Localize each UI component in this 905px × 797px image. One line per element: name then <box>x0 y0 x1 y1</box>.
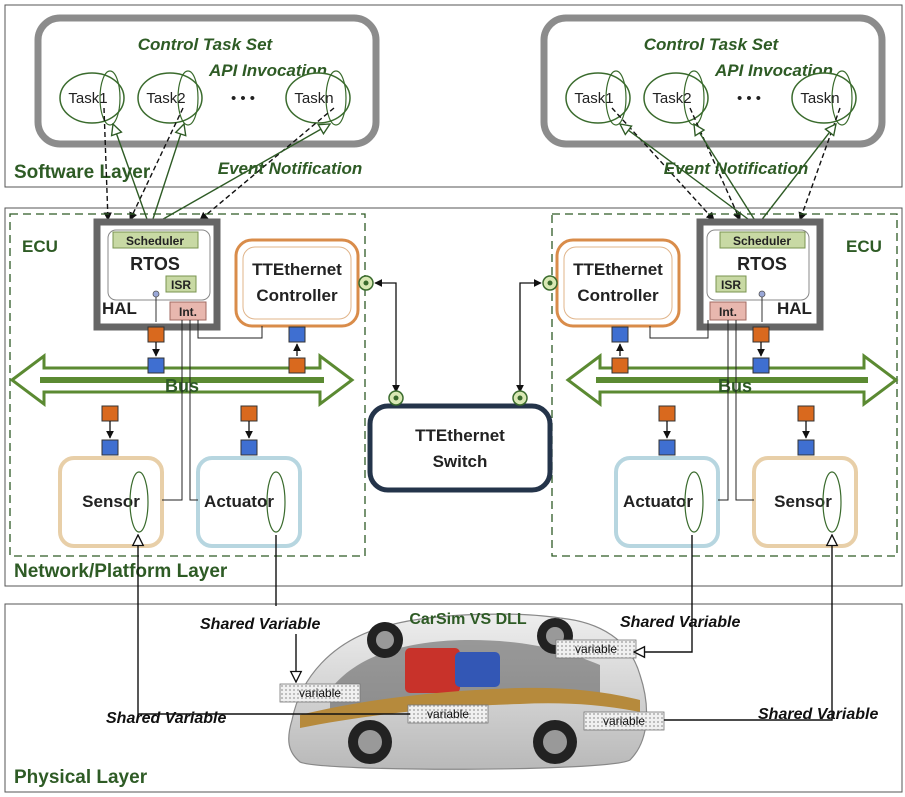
task1-label-right: Task1 <box>574 90 613 107</box>
task2-label-left: Task2 <box>146 90 185 107</box>
ecu-label-right: ECU <box>846 237 882 256</box>
actuator-label-left: Actuator <box>204 492 274 511</box>
int-label-left: Int. <box>179 305 197 319</box>
shared-variable-label-2: Shared Variable <box>106 710 226 727</box>
isr-label-left: ISR <box>171 278 191 292</box>
event-notification-label-left: Event Notification <box>218 159 363 178</box>
software-layer-label: Software Layer <box>14 162 151 183</box>
scheduler-label-right: Scheduler <box>733 234 791 248</box>
task-ellipsis-left: • • • <box>231 90 255 107</box>
hal-rtos-left: Scheduler RTOS ISR HAL Int. <box>93 218 221 331</box>
taskn-label-right: Taskn <box>800 90 839 107</box>
rtos-label-left: RTOS <box>130 254 180 274</box>
switch-links <box>374 279 542 393</box>
int-label-right: Int. <box>719 305 737 319</box>
control-task-set-right: Control Task Set API Invocation Task1 Ta… <box>540 14 886 148</box>
api-invocation-label-left: API Invocation <box>208 61 327 80</box>
actuator-right: Actuator <box>614 456 720 548</box>
task1-left: Task1 <box>59 70 125 126</box>
rtos-label-right: RTOS <box>737 254 787 274</box>
switch-line1: TTEthernet <box>415 426 505 445</box>
tte-controller-line2-left: Controller <box>256 286 338 305</box>
switch-connectors <box>358 275 558 406</box>
bus-right: Bus <box>565 353 899 407</box>
shared-variable-label-4: Shared Variable <box>758 706 878 723</box>
sensor-label-left: Sensor <box>82 492 140 511</box>
shared-variable-links <box>138 535 832 721</box>
ecu-label-left: ECU <box>22 237 58 256</box>
software-layer-frame <box>4 4 903 188</box>
shared-variable-label-3: Shared Variable <box>620 614 740 631</box>
hal-rtos-right: Scheduler RTOS ISR HAL Int. <box>696 218 824 331</box>
taskn-left: Taskn <box>285 70 351 126</box>
sensor-right: Sensor <box>752 456 858 548</box>
shared-variable-label-1: Shared Variable <box>200 616 320 633</box>
bus-ports-right <box>611 326 815 456</box>
actuator-left: Actuator <box>196 456 302 548</box>
task-ellipsis-right: • • • <box>737 90 761 107</box>
hal-label-right: HAL <box>777 299 812 318</box>
task-rtos-arrows-right <box>611 107 841 223</box>
sensor-label-right: Sensor <box>774 492 832 511</box>
tte-controller-left: TTEthernet Controller <box>234 238 360 328</box>
task2-label-right: Task2 <box>652 90 691 107</box>
tte-controller-line1-right: TTEthernet <box>573 260 663 279</box>
control-task-set-title-right: Control Task Set <box>644 35 780 54</box>
task2-left: Task2 <box>137 70 203 126</box>
switch-line2: Switch <box>433 452 488 471</box>
ecu-right: ECU Scheduler RTOS ISR HAL Int. TTEthern… <box>551 213 899 557</box>
physical-layer-frame <box>4 603 903 793</box>
carsim-label: CarSim VS DLL <box>409 611 527 628</box>
sensor-left: Sensor <box>58 456 164 548</box>
task2-right: Task2 <box>643 70 709 126</box>
network-layer-label: Network/Platform Layer <box>14 561 228 582</box>
taskn-label-left: Taskn <box>294 90 333 107</box>
variable-tag-4: variable <box>603 714 645 728</box>
ecu-left: ECU Scheduler RTOS ISR HAL Int. TTEthern… <box>9 213 366 557</box>
control-task-set-title-left: Control Task Set <box>138 35 274 54</box>
taskn-right: Taskn <box>791 70 857 126</box>
control-task-set-left: Control Task Set API Invocation Task1 Ta… <box>34 14 380 148</box>
variable-tags: variable variable variable variable <box>279 639 665 731</box>
variable-tag-3: variable <box>575 642 617 656</box>
hal-label-left: HAL <box>102 299 137 318</box>
task1-label-left: Task1 <box>68 90 107 107</box>
task-rtos-arrows-left <box>103 107 335 223</box>
isr-label-right: ISR <box>721 278 741 292</box>
bus-label-right: Bus <box>718 376 752 396</box>
tte-controller-line1-left: TTEthernet <box>252 260 342 279</box>
network-layer-frame <box>4 207 903 587</box>
physical-layer-label: Physical Layer <box>14 767 148 788</box>
actuator-label-right: Actuator <box>623 492 693 511</box>
variable-tag-1: variable <box>299 686 341 700</box>
api-invocation-label-right: API Invocation <box>714 61 833 80</box>
bus-ports-left <box>101 326 306 456</box>
event-notification-label-right: Event Notification <box>664 159 809 178</box>
tte-controller-line2-right: Controller <box>577 286 659 305</box>
tte-switch: TTEthernet Switch <box>367 403 553 493</box>
scheduler-label-left: Scheduler <box>126 234 184 248</box>
variable-tag-2: variable <box>427 707 469 721</box>
tte-controller-right: TTEthernet Controller <box>555 238 681 328</box>
